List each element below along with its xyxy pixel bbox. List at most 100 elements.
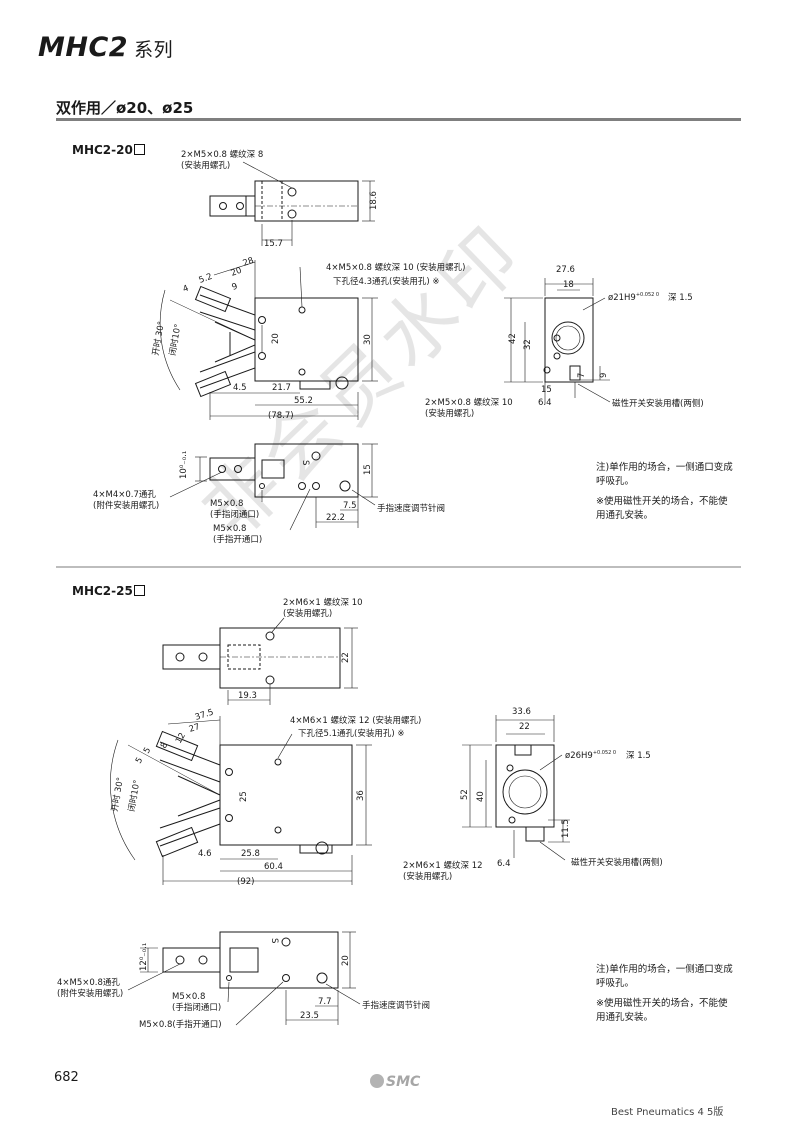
dim-label: 42 bbox=[508, 333, 518, 344]
port-label: M5×0.8 bbox=[210, 499, 243, 509]
dim-callout: 下孔径5.1通孔(安装用孔) ※ bbox=[298, 728, 404, 739]
series-name: MHC2 bbox=[38, 32, 129, 63]
dim-label: 8 bbox=[159, 741, 170, 751]
dim-callout: (安装用螺孔) bbox=[283, 608, 332, 619]
dim-label: 4 bbox=[182, 284, 191, 295]
dim-label: 21.7 bbox=[272, 383, 291, 393]
dim-label: 6.4 bbox=[538, 398, 552, 408]
dim-label: 10⁰₋₀.₁ bbox=[179, 451, 189, 479]
bore-tolerance: +0.052 0 bbox=[636, 292, 659, 298]
dim-label: 9 bbox=[231, 282, 240, 293]
dim-label: 25.8 bbox=[241, 849, 260, 859]
dim-label: 36 bbox=[356, 790, 366, 801]
smc-logo: SMC bbox=[370, 1074, 420, 1090]
dim-label: 4.6 bbox=[198, 849, 212, 859]
dim-label: 20 bbox=[341, 955, 351, 966]
bore-label: ø21H9+0.052 0 bbox=[608, 292, 659, 303]
dim-label: 7.7 bbox=[318, 997, 332, 1007]
model-name: MHC2-25 bbox=[72, 584, 133, 598]
depth-label: 深 1.5 bbox=[626, 751, 651, 761]
bore-dia: ø26H9 bbox=[565, 751, 593, 761]
port-label: M5×0.8(手指开通口) bbox=[139, 1019, 222, 1030]
bore-dia: ø21H9 bbox=[608, 293, 636, 303]
bottom-view-body bbox=[169, 443, 378, 531]
smc-logo-icon bbox=[370, 1074, 384, 1088]
dim-label: 5 bbox=[134, 756, 145, 766]
dim-label: 32 bbox=[523, 339, 533, 350]
dim-callout: 4×M6×1 螺纹深 12 (安装用螺孔) bbox=[290, 715, 421, 726]
note-magnetic-switch: ※使用磁性开关的场合，不能使用通孔安装。 bbox=[596, 998, 728, 1023]
dim-label: 22 bbox=[341, 652, 351, 663]
series-suffix: 系列 bbox=[134, 39, 174, 61]
angle-label-open: 开时 30° bbox=[150, 320, 167, 356]
dim-label: 15.7 bbox=[264, 239, 283, 249]
dim-label: 6.4 bbox=[497, 859, 511, 869]
dim-callout: 4×M5×0.8 螺纹深 10 (安装用螺孔) bbox=[326, 262, 465, 273]
section-separator bbox=[56, 566, 741, 568]
dim-label: 40 bbox=[476, 791, 486, 802]
port-label: 4×M5×0.8通孔 bbox=[57, 977, 120, 988]
dim-label: (92) bbox=[237, 877, 254, 887]
dim-label: 5.2 bbox=[198, 272, 214, 286]
port-label: 4×M4×0.7通孔 bbox=[93, 489, 156, 500]
groove-callout: 磁性开关安装用槽(两侧) bbox=[612, 398, 704, 409]
dim-callout: 2×M5×0.8 螺纹深 10 bbox=[425, 397, 513, 408]
edition-label: Best Pneumatics 4 5版 bbox=[611, 1107, 724, 1118]
dim-callout: 2×M6×1 螺纹深 12 bbox=[403, 860, 483, 871]
dim-label: 52 bbox=[460, 789, 470, 800]
top-view-body bbox=[162, 617, 358, 705]
port-label: M5×0.8 bbox=[213, 524, 246, 534]
dim-label: 30 bbox=[363, 334, 373, 345]
model-name: MHC2-20 bbox=[72, 143, 133, 157]
dim-label: 22 bbox=[519, 722, 530, 732]
dim-label: 33.6 bbox=[512, 707, 531, 717]
dim-callout: (安装用螺孔) bbox=[181, 160, 230, 171]
dim-label: 9 bbox=[599, 373, 609, 378]
dim-label: 18.6 bbox=[369, 191, 379, 210]
subtitle-rule bbox=[56, 118, 741, 121]
groove-callout: 磁性开关安装用槽(两侧) bbox=[571, 857, 663, 868]
notes-20: 注)单作用的场合，一侧通口变成呼吸孔。 ※使用磁性开关的场合，不能使用通孔安装。 bbox=[596, 461, 736, 529]
dim-label: 5 bbox=[142, 746, 153, 756]
page-number: 682 bbox=[54, 1070, 79, 1085]
port-label: (附件安装用螺孔) bbox=[93, 500, 159, 511]
dim-callout: (安装用螺孔) bbox=[425, 408, 474, 419]
s-mark: S bbox=[269, 938, 279, 943]
dim-callout: 2×M5×0.8 螺纹深 8 bbox=[181, 149, 263, 160]
angle-label-close: 闭时10° bbox=[126, 779, 142, 813]
needle-valve-label: 手指速度调节针阀 bbox=[377, 503, 445, 514]
dim-label: 7 bbox=[577, 373, 587, 378]
dim-label: 7.5 bbox=[343, 501, 357, 511]
dim-label: 60.4 bbox=[264, 862, 283, 872]
depth-label: 深 1.5 bbox=[668, 293, 693, 303]
dim-callout: 下孔径4.3通孔(安装用孔) ※ bbox=[333, 276, 439, 287]
angle-label-open: 开时 30° bbox=[109, 776, 126, 812]
note-single-acting: 注)单作用的场合，一侧通口变成呼吸孔。 bbox=[596, 462, 733, 487]
dim-label: 20 bbox=[230, 266, 244, 279]
logo-text: SMC bbox=[386, 1074, 421, 1090]
top-view-body bbox=[209, 161, 375, 246]
model-label-20: MHC2-20 bbox=[72, 143, 145, 157]
bore-tolerance: +0.052 0 bbox=[593, 750, 616, 756]
dim-label: 15 bbox=[541, 385, 552, 395]
dim-callout: (安装用螺孔) bbox=[403, 871, 452, 882]
dim-label: 25 bbox=[239, 791, 249, 802]
end-view-body bbox=[504, 278, 611, 404]
dim-label: 12 bbox=[174, 731, 188, 745]
bottom-view-body bbox=[127, 931, 361, 1026]
drawing-mhc2-25: 2×M6×1 螺纹深 10 (安装用螺孔) 22 19.3 4×M6×1 螺纹深… bbox=[57, 597, 663, 1030]
dim-label: 27 bbox=[188, 722, 201, 735]
dim-label: 19.3 bbox=[238, 691, 257, 701]
s-mark: S bbox=[300, 460, 310, 465]
dim-label: 55.2 bbox=[294, 396, 313, 406]
dim-label: 27.6 bbox=[556, 265, 575, 275]
dim-label: 20 bbox=[271, 333, 281, 344]
note-magnetic-switch: ※使用磁性开关的场合，不能使用通孔安装。 bbox=[596, 496, 728, 521]
model-label-25: MHC2-25 bbox=[72, 584, 145, 598]
needle-valve-label: 手指速度调节针阀 bbox=[362, 1000, 430, 1011]
dim-label: 4.5 bbox=[233, 383, 247, 393]
note-single-acting: 注)单作用的场合，一侧通口变成呼吸孔。 bbox=[596, 964, 733, 989]
drawing-mhc2-20: 2×M5×0.8 螺纹深 8 (安装用螺孔) 18.6 15.7 4×M5×0.… bbox=[93, 149, 704, 545]
section-subtitle: 双作用／ø20、ø25 bbox=[56, 99, 194, 117]
